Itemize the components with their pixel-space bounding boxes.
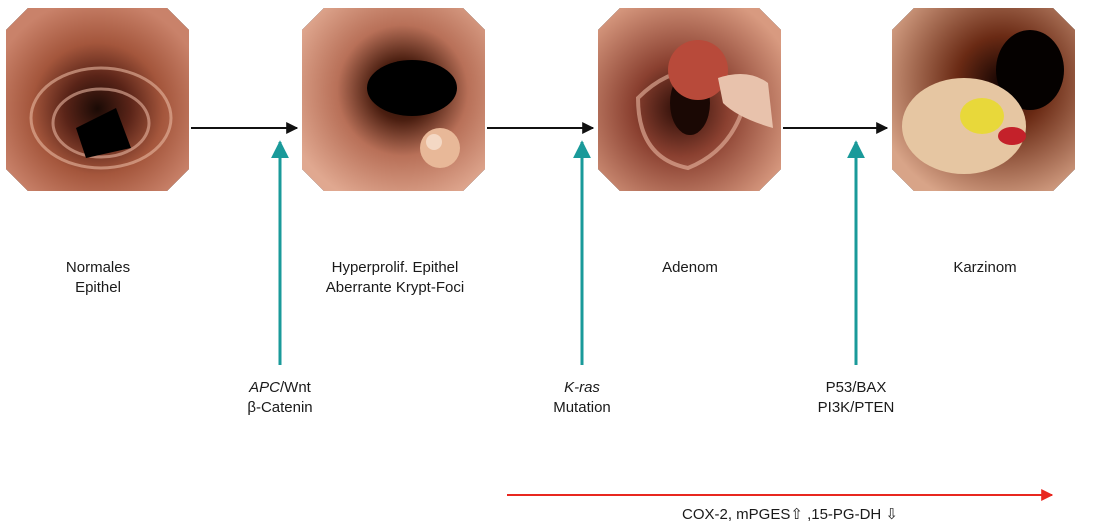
stage-label-carcinoma: Karzinom: [895, 258, 1075, 278]
gene-p53-rest: P53/BAX: [826, 379, 887, 396]
gene-apc-line2: β-Catenin: [220, 398, 340, 418]
gene-apc-italic: APC: [249, 379, 280, 396]
gene-label-kras: K-ras Mutation: [522, 378, 642, 418]
stage-label-hyperproliferative: Hyperprolif. Epithel Aberrante Krypt-Foc…: [300, 258, 490, 298]
gene-label-p53: P53/BAX PI3K/PTEN: [796, 378, 916, 418]
stage-label-normal: Normales Epithel: [18, 258, 178, 298]
gene-kras-line2: Mutation: [522, 398, 642, 418]
cox2-label: COX-2, mPGES⇧ ,15-PG-DH ⇩: [640, 505, 940, 525]
gene-kras-italic: K-ras: [564, 379, 600, 396]
gene-label-apc: APC/Wnt β-Catenin: [220, 378, 340, 418]
stage-label-adenoma: Adenom: [600, 258, 780, 278]
gene-apc-rest: /Wnt: [280, 379, 311, 396]
gene-p53-line2: PI3K/PTEN: [796, 398, 916, 418]
